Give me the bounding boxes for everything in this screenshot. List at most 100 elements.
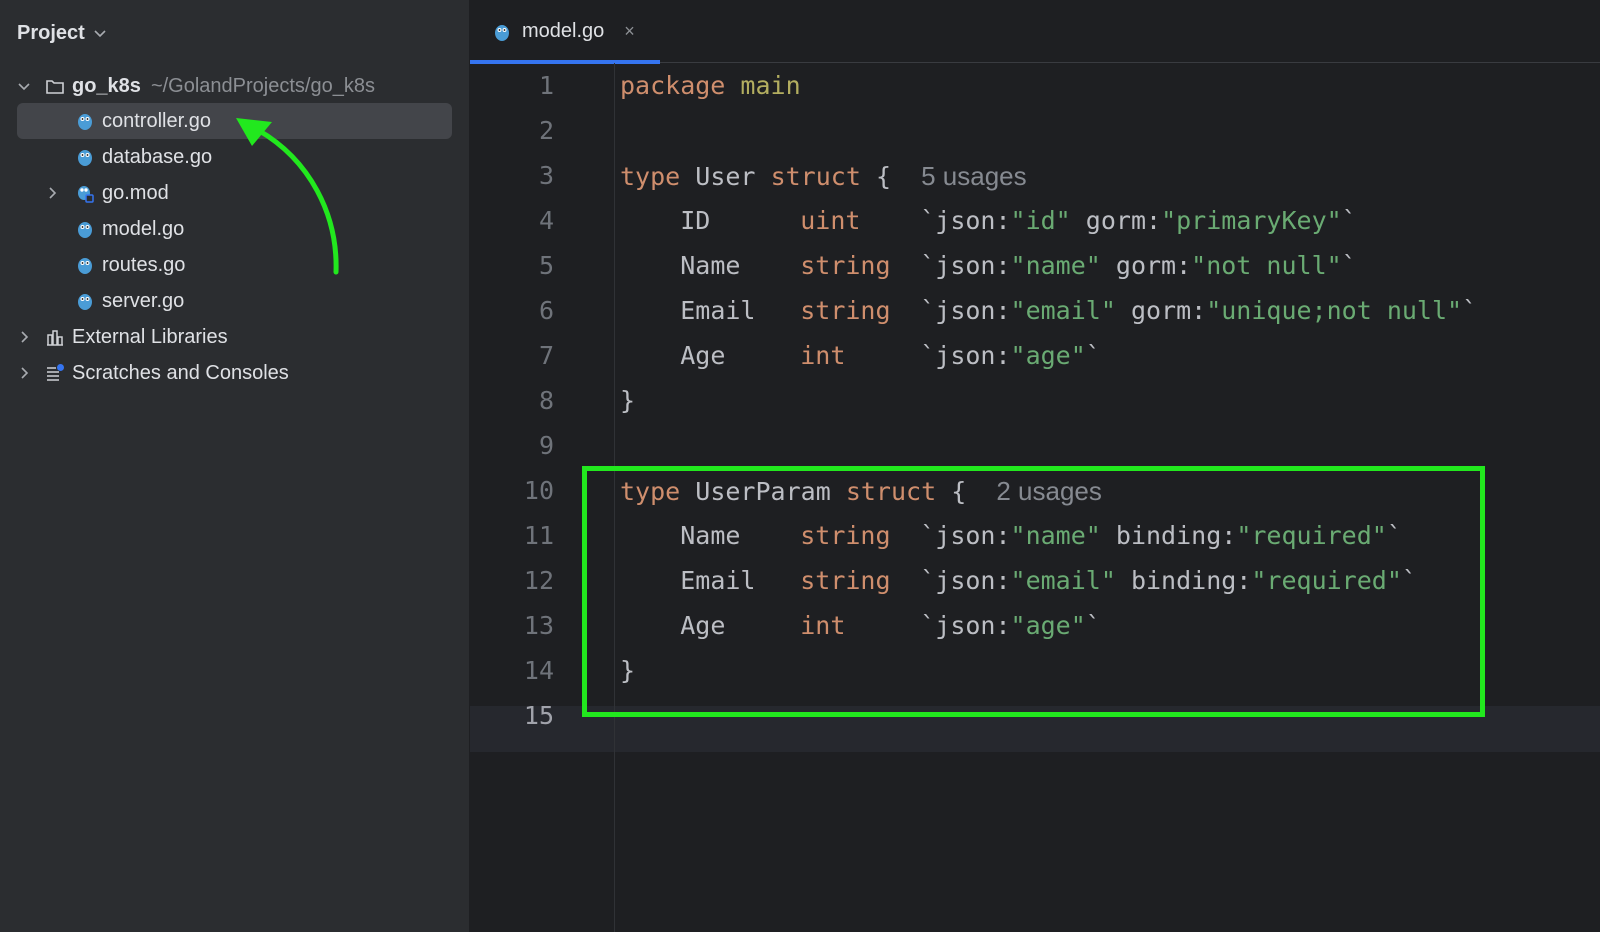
tree-item-label: External Libraries — [72, 325, 228, 348]
file-name: model.go — [102, 217, 185, 240]
line-number: 3 — [538, 161, 554, 190]
field-type: int — [800, 341, 846, 370]
close-icon[interactable]: × — [624, 21, 635, 41]
annotation-highlight-box — [582, 466, 1485, 717]
gopher-file-icon — [495, 24, 509, 41]
tag-text: ` — [1085, 341, 1101, 370]
chevron-down-icon[interactable] — [17, 79, 31, 93]
chevron-right-icon[interactable] — [17, 366, 31, 380]
line-number: 6 — [538, 296, 554, 325]
line-number: 10 — [523, 476, 554, 505]
line-number: 1 — [538, 71, 554, 100]
line-number: 13 — [523, 611, 554, 640]
brace: { — [951, 477, 967, 506]
tag-text: `json: — [920, 296, 1011, 325]
project-sidebar: Project go_k8s ~/GolandProjects/go_k8s c… — [0, 0, 470, 932]
tag-string: "email" — [1010, 296, 1116, 325]
editor-tab-bar: model.go × — [470, 0, 1600, 64]
line-number: 12 — [523, 566, 554, 595]
library-icon — [47, 330, 63, 346]
usages-hint[interactable]: 2 usages — [996, 476, 1102, 506]
tag-text: `json: — [920, 206, 1011, 235]
chevron-right-icon[interactable] — [45, 186, 59, 200]
line-number: 7 — [538, 341, 554, 370]
tag-text: ` — [1341, 251, 1357, 280]
tag-text: `json: — [920, 611, 1011, 640]
line-number: 8 — [538, 386, 554, 415]
tree-item-root-folder[interactable]: go_k8s ~/GolandProjects/go_k8s — [17, 68, 375, 104]
tag-string: "age" — [1010, 341, 1086, 370]
line-number: 2 — [538, 116, 554, 145]
tab-model-go[interactable]: model.go × — [470, 0, 660, 64]
tag-string: "id" — [1010, 206, 1071, 235]
project-title: Project — [17, 21, 85, 44]
tab-label: model.go — [522, 20, 605, 42]
tag-text: `json: — [920, 566, 1011, 595]
active-tab-indicator — [470, 60, 660, 64]
code-line-3: type User struct { 5 usages — [620, 153, 1027, 199]
chevron-right-icon[interactable] — [17, 330, 31, 344]
tag-string: "email" — [1010, 566, 1116, 595]
keyword: struct — [770, 162, 861, 191]
tag-string: "age" — [1010, 611, 1086, 640]
line-number: 14 — [523, 656, 554, 685]
code-line-8: } — [620, 378, 635, 424]
tag-text: `json: — [920, 521, 1011, 550]
file-name: server.go — [102, 289, 185, 312]
line-number: 11 — [523, 521, 554, 550]
field-type: string — [800, 251, 891, 280]
brace: } — [620, 656, 636, 685]
go-module-icon — [78, 186, 94, 203]
field-name: Email — [680, 296, 756, 325]
file-name: database.go — [102, 145, 213, 168]
brace: } — [620, 386, 636, 415]
tag-string: "primaryKey" — [1161, 206, 1342, 235]
tag-text: ` — [1085, 611, 1101, 640]
tree-item-model-go[interactable]: model.go — [17, 211, 184, 247]
keyword: package — [620, 71, 726, 100]
brace: { — [875, 162, 891, 191]
root-folder-path: ~/GolandProjects/go_k8s — [150, 74, 375, 97]
chevron-down-icon — [94, 30, 106, 38]
tree-item-go-mod[interactable]: go.mod — [45, 175, 169, 211]
tree-item-controller-go[interactable]: controller.go — [17, 103, 452, 139]
field-name: Email — [680, 566, 756, 595]
tree-item-external-libraries[interactable]: External Libraries — [17, 319, 228, 355]
line-number-gutter: 1 2 3 4 5 6 7 8 9 10 11 12 13 14 15 — [470, 63, 615, 932]
tag-string: "name" — [1010, 251, 1101, 280]
tree-item-server-go[interactable]: server.go — [17, 283, 184, 319]
tag-text: ` — [1386, 521, 1402, 550]
gopher-file-icon — [78, 258, 92, 274]
gopher-file-icon — [78, 294, 92, 310]
line-number: 5 — [538, 251, 554, 280]
code-line-14: } — [620, 648, 635, 694]
field-name: ID — [680, 206, 711, 235]
tag-string: "name" — [1010, 521, 1101, 550]
line-number: 9 — [538, 431, 554, 460]
tree-item-database-go[interactable]: database.go — [17, 139, 212, 175]
tree-item-scratches[interactable]: Scratches and Consoles — [17, 355, 289, 391]
field-type: uint — [800, 206, 861, 235]
usages-hint[interactable]: 5 usages — [921, 161, 1027, 191]
tag-text: binding: — [1115, 566, 1252, 595]
tag-text: gorm: — [1100, 251, 1192, 280]
field-name: Name — [680, 521, 741, 550]
scratches-icon — [47, 364, 64, 381]
code-line-1: package main — [620, 63, 801, 109]
tree-item-routes-go[interactable]: routes.go — [17, 247, 185, 283]
tag-text: ` — [1462, 296, 1478, 325]
file-name: go.mod — [102, 181, 169, 204]
type-name: UserParam — [695, 477, 831, 506]
tag-string: "unique;not null" — [1206, 296, 1463, 325]
field-name: Age — [680, 611, 726, 640]
tag-string: "not null" — [1191, 251, 1342, 280]
project-view-selector[interactable]: Project — [17, 18, 107, 48]
root-folder-name: go_k8s — [72, 74, 141, 97]
tag-text: ` — [1341, 206, 1357, 235]
